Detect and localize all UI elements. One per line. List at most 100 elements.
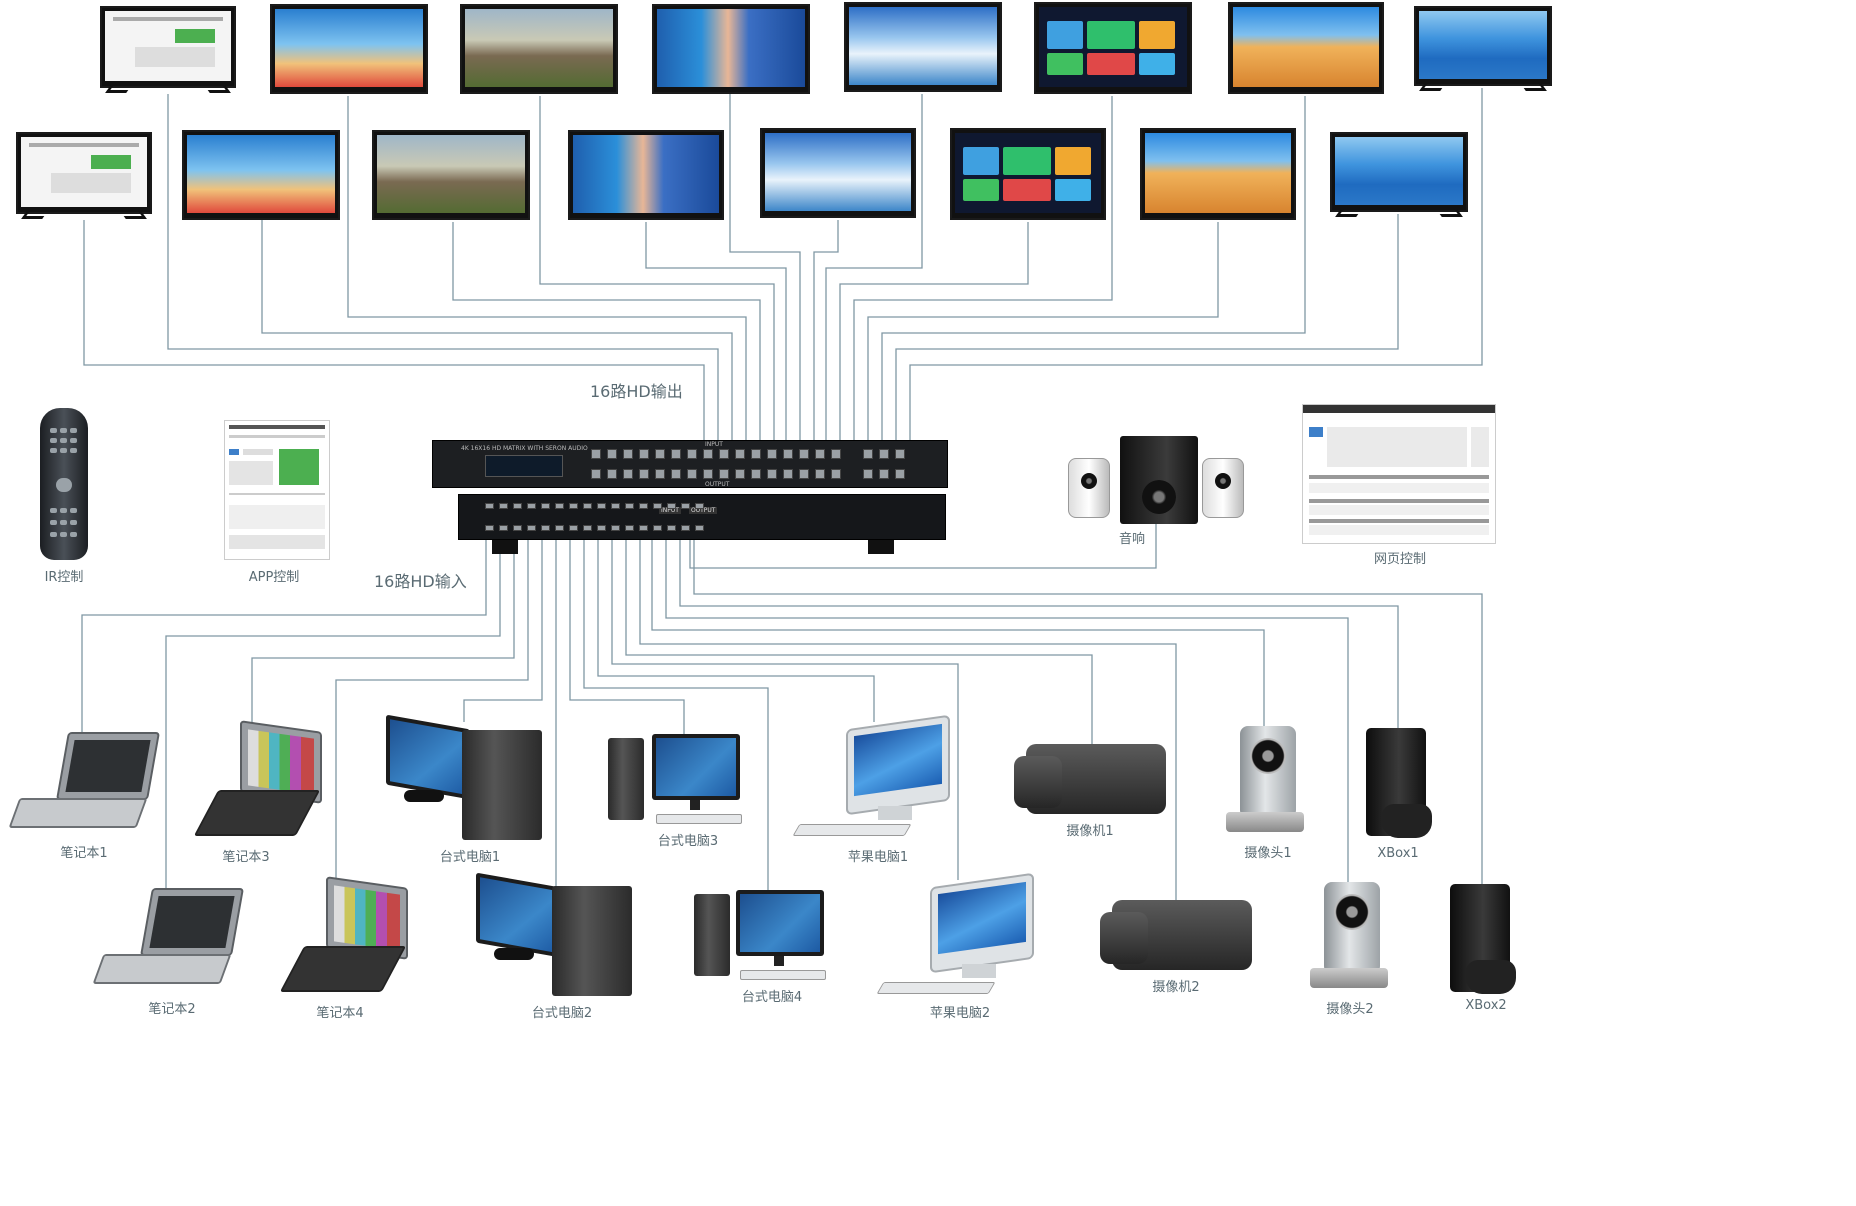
output-wire-10: [825, 94, 923, 446]
matrix-button: [591, 449, 601, 459]
matrix-hdmi-port: [611, 525, 620, 531]
matrix-button: [879, 469, 889, 479]
matrix-hdmi-port: [695, 503, 704, 509]
matrix-hdmi-port: [569, 503, 578, 509]
matrix-button: [719, 449, 729, 459]
camcorder2-label: 摄像机2: [1152, 980, 1200, 995]
webcam2-label: 摄像头2: [1326, 1002, 1374, 1017]
matrix-button: [655, 449, 665, 459]
input-wire-15: [679, 540, 1399, 728]
display-tv-bottom-8: [1330, 132, 1468, 217]
display-tv-top-6: [1034, 2, 1192, 94]
input-wire-13: [651, 540, 1265, 726]
display-tv-top-5: [844, 2, 1002, 92]
output-wire-13: [867, 222, 1219, 446]
matrix-hdmi-port: [527, 503, 536, 509]
input-wire-12: [639, 540, 1177, 900]
matrix-hdmi-port: [681, 525, 690, 531]
matrix-hdmi-port: [485, 525, 494, 531]
output-wire-8: [729, 94, 801, 446]
matrix-button: [735, 449, 745, 459]
matrix-hdmi-port: [583, 503, 592, 509]
matrix-button: [815, 449, 825, 459]
speaker-satellite-right: [1202, 458, 1244, 518]
display-tv-top-3: [460, 4, 618, 94]
speaker-satellite-left: [1068, 458, 1110, 518]
input-wire-8: [583, 540, 769, 890]
desktop3-label: 台式电脑3: [657, 834, 719, 849]
matrix-button: [607, 449, 617, 459]
matrix-button: [591, 469, 601, 479]
matrix-front-title: 4K 16X16 HD MATRIX WITH SERON AUDIO: [461, 445, 588, 452]
matrix-hdmi-port: [639, 503, 648, 509]
matrix-button: [799, 469, 809, 479]
display-tv-top-8: [1414, 6, 1552, 91]
output-wire-6: [539, 96, 775, 446]
matrix-hdmi-port: [667, 503, 676, 509]
display-tv-bottom-5: [760, 128, 916, 218]
input-wire-7: [569, 540, 685, 734]
matrix-hdmi-port: [513, 525, 522, 531]
mac2-label: 苹果电脑2: [929, 1006, 991, 1021]
matrix-button: [767, 469, 777, 479]
input-wire-1: [81, 540, 487, 732]
matrix-hdmi-port: [541, 503, 550, 509]
laptop3-label: 笔记本3: [222, 850, 270, 865]
input-wire-16: [693, 540, 1483, 884]
matrix-hdmi-port: [541, 525, 550, 531]
matrix-button: [879, 449, 889, 459]
matrix-button: [863, 449, 873, 459]
matrix-foot-left: [492, 540, 518, 554]
output-wire-16: [909, 88, 1483, 446]
matrix-switcher-front: 4K 16X16 HD MATRIX WITH SERON AUDIO INPU…: [432, 440, 948, 488]
output-wire-15: [895, 214, 1399, 446]
output-wire-5: [452, 222, 761, 446]
output-wire-12: [853, 96, 1113, 446]
matrix-hdmi-port: [695, 525, 704, 531]
matrix-button: [735, 469, 745, 479]
matrix-output-label: OUTPUT: [705, 481, 730, 488]
matrix-input-label: INPUT: [705, 441, 723, 448]
matrix-hdmi-port: [597, 503, 606, 509]
matrix-hdmi-port: [513, 503, 522, 509]
display-tv-top-2: [270, 4, 428, 94]
matrix-hdmi-port: [499, 503, 508, 509]
matrix-hdmi-port: [681, 503, 690, 509]
display-tv-top-4: [652, 4, 810, 94]
matrix-button: [623, 449, 633, 459]
matrix-hdmi-port: [555, 503, 564, 509]
matrix-button: [783, 469, 793, 479]
audio-wire: [689, 524, 1157, 569]
matrix-foot-right: [868, 540, 894, 554]
display-tv-bottom-6: [950, 128, 1106, 220]
matrix-button: [799, 449, 809, 459]
matrix-button: [783, 449, 793, 459]
desktop4-label: 台式电脑4: [741, 990, 803, 1005]
input-wire-9: [597, 540, 875, 722]
display-tv-top-7: [1228, 2, 1384, 94]
matrix-button: [831, 469, 841, 479]
output-wire-7: [645, 222, 787, 446]
display-tv-bottom-7: [1140, 128, 1296, 220]
matrix-button: [751, 449, 761, 459]
desktop2-label: 台式电脑2: [531, 1006, 593, 1021]
xbox2-label: XBox2: [1465, 998, 1507, 1013]
matrix-button: [719, 469, 729, 479]
xbox1-label: XBox1: [1377, 846, 1419, 861]
matrix-hdmi-port: [555, 525, 564, 531]
matrix-button: [895, 469, 905, 479]
subwoofer-icon: [1120, 436, 1198, 524]
web-control-label: 网页控制: [1373, 552, 1427, 567]
matrix-hdmi-port: [653, 503, 662, 509]
matrix-hdmi-port: [597, 525, 606, 531]
matrix-hdmi-port: [653, 525, 662, 531]
matrix-button: [607, 469, 617, 479]
display-tv-top-1: [100, 6, 236, 93]
display-tv-bottom-3: [372, 130, 530, 220]
matrix-rear-label-output: OUTPUT: [689, 507, 718, 514]
matrix-hdmi-port: [583, 525, 592, 531]
matrix-hdmi-port: [611, 503, 620, 509]
output-wire-3: [261, 220, 733, 446]
input-wire-10: [611, 540, 959, 880]
matrix-button: [703, 449, 713, 459]
